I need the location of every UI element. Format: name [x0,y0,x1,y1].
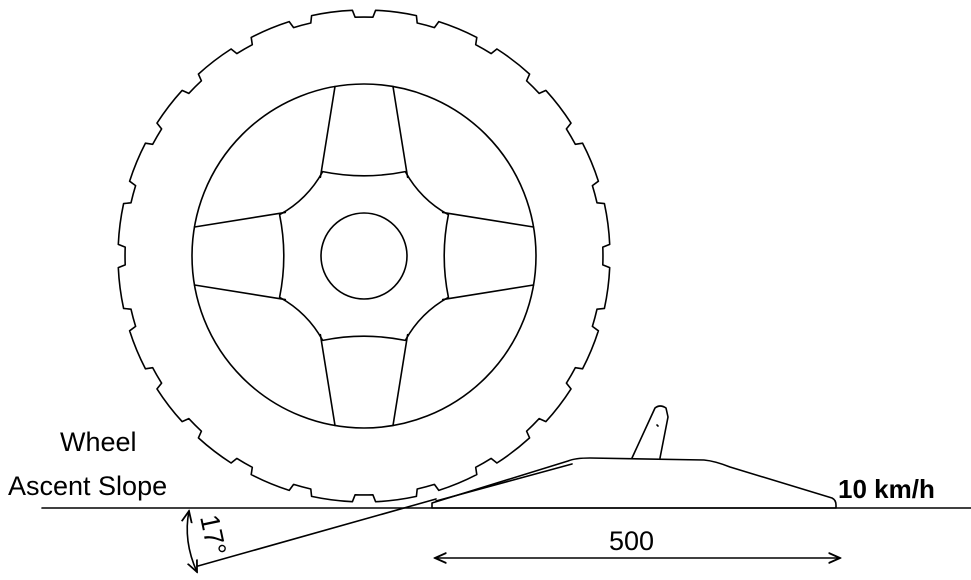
spoke-line [193,211,287,228]
spoke-line [441,211,535,228]
tire-outline [117,9,611,503]
anchor-spike-center [656,424,659,427]
spoke-line [392,333,409,427]
width-label: 500 [609,526,654,556]
wheel [117,9,611,503]
spoke-line [193,284,287,301]
ascent-slope-line [197,498,437,567]
anchor-spike [631,405,669,459]
ascent-slope-label: Ascent Slope [8,471,167,501]
spoke-line [319,333,336,427]
speed-label: 10 km/h [838,474,935,504]
angle-arc [187,511,197,572]
spoke-line [392,85,409,179]
speed-bump-body [431,457,837,509]
axle-circle [320,212,408,300]
wheel-label: Wheel [60,427,137,457]
spokes [193,85,535,427]
speed-bump-top-line [435,463,573,502]
spoke-line [319,85,336,179]
spoke-line [441,284,535,301]
speed-bump [431,405,837,509]
angle-label: 17° [194,512,232,558]
spoke-hub [278,170,450,342]
rim-circle [191,83,537,429]
